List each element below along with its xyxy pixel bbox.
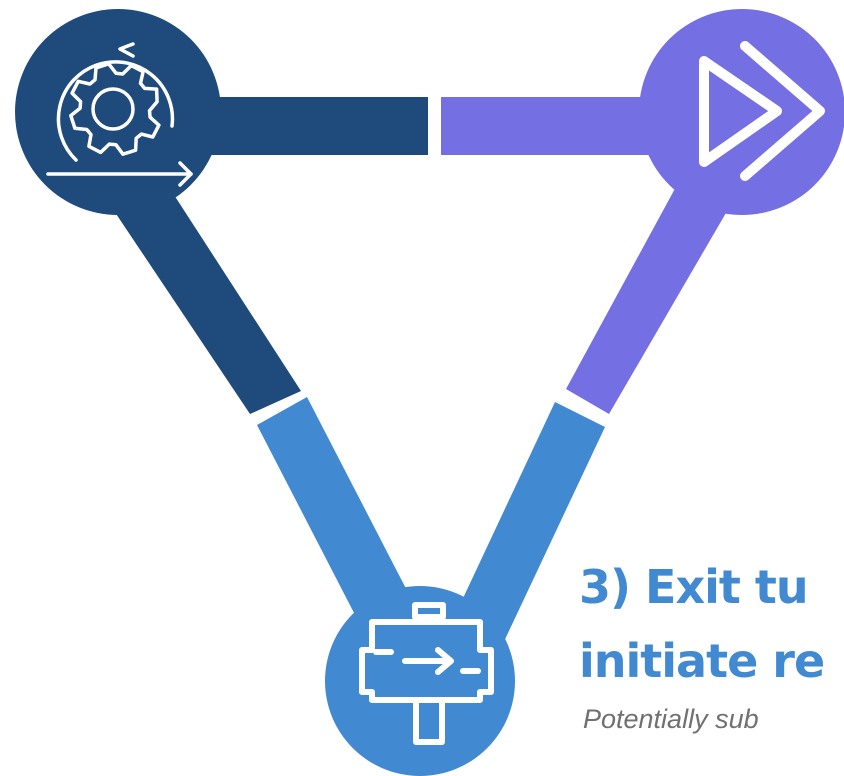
- node-circle-purple: [639, 9, 844, 215]
- exit-signpost-icon: [359, 602, 494, 745]
- connector-right-lower: [457, 402, 605, 650]
- gear-cycle-icon: [46, 42, 193, 187]
- step-subtitle: Potentially sub: [583, 704, 759, 734]
- connector-top-left: [190, 97, 428, 155]
- fast-forward-icon: [699, 41, 825, 181]
- node-circle-navy: [15, 9, 221, 215]
- connector-right-upper: [566, 150, 744, 414]
- node-fast-forward: [639, 9, 844, 215]
- step-title-line-2: initiate re: [579, 634, 825, 688]
- connector-left-lower: [257, 397, 415, 640]
- node-exit: [325, 586, 515, 776]
- node-continuous-cycle: [15, 9, 221, 215]
- step-title-line-1: 3) Exit tu: [579, 560, 809, 614]
